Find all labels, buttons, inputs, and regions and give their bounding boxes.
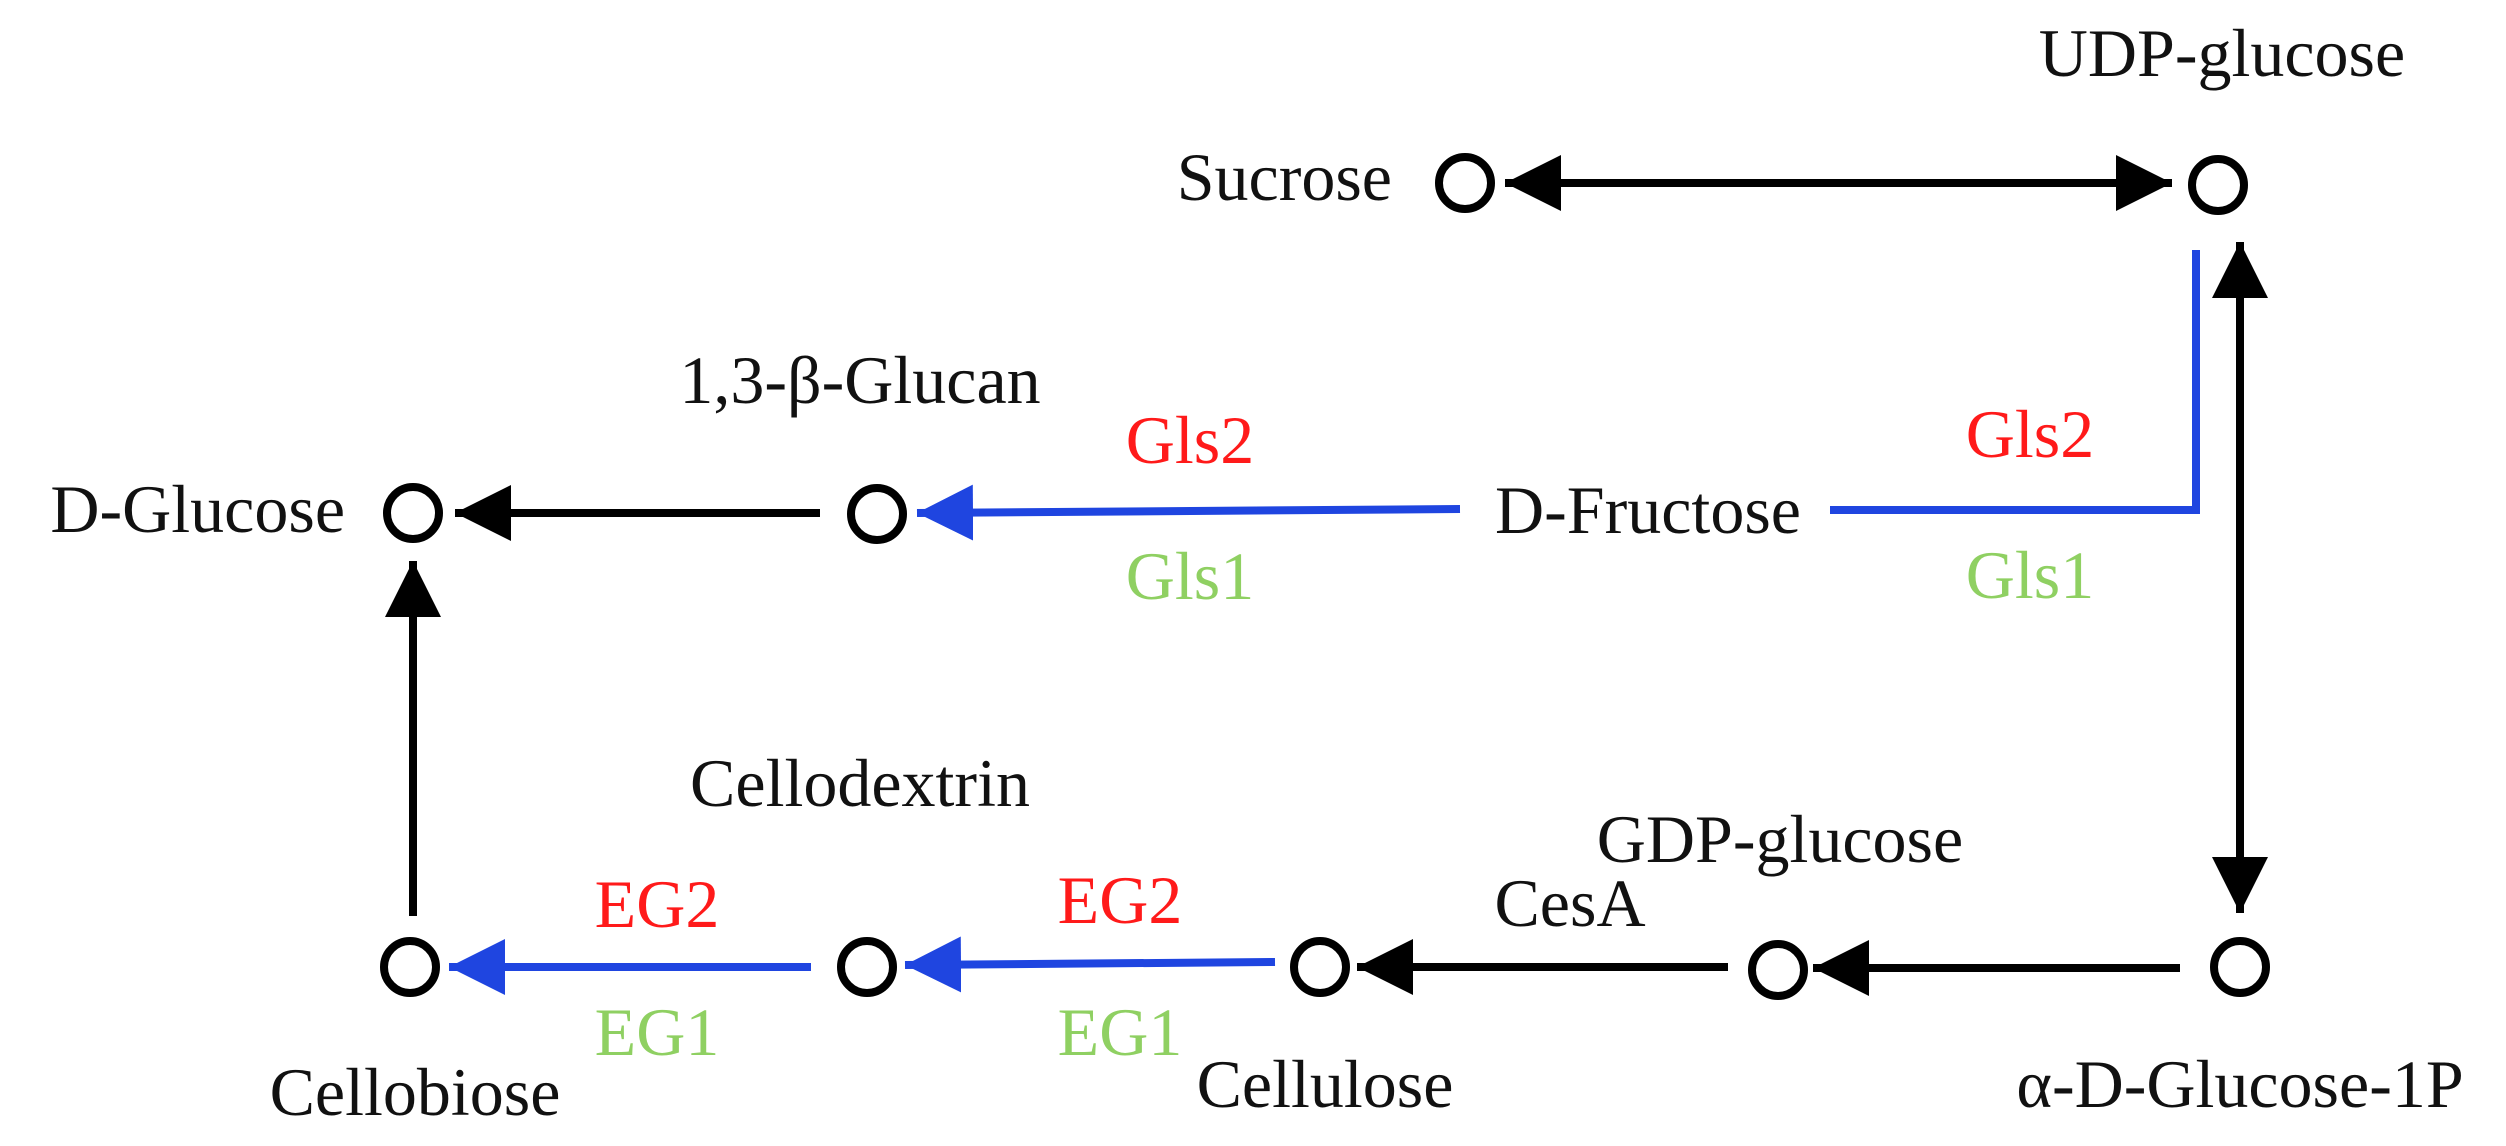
enzyme-eg1-left: EG1 [595,994,720,1070]
node-glucan [847,484,907,544]
node-cellodextrin [837,937,897,997]
label-udp-glucose: UDP-glucose [2039,15,2405,91]
enzyme-eg1-right: EG1 [1058,994,1183,1070]
node-cellulose [1290,937,1350,997]
label-d-fructose: D-Fructose [1495,472,1801,548]
edge-cellulose-cellodextrin [904,936,1276,993]
edge-udp-glucose-d-fructose [1830,250,2200,514]
edge-d-fructose-glucan [916,484,1461,541]
node-d-glucose [383,483,443,543]
label-cellulose: Cellulose [1197,1046,1454,1122]
node-gdp-glucose [1748,940,1808,1000]
label-sucrose: Sucrose [1177,139,1392,215]
node-cellobiose [380,937,440,997]
enzyme-eg2-right: EG2 [1058,862,1183,938]
enzyme-gls2-right: Gls2 [1966,396,2094,472]
enzyme-gls1-right: Gls1 [1966,537,2094,613]
label-d-glucose: D-Glucose [50,471,345,547]
enzyme-gls2-left: Gls2 [1126,402,1254,478]
label-gdp-glucose: GDP-glucose [1597,801,1963,877]
node-glucose-1p [2210,937,2270,997]
enzyme-gls1-left: Gls1 [1126,538,1254,614]
enzyme-eg2-left: EG2 [595,866,720,942]
label-cesa: CesA [1494,865,1645,941]
label-cellobiose: Cellobiose [270,1054,561,1130]
node-udp-glucose [2188,155,2248,215]
node-sucrose [1435,153,1495,213]
label-glucan: 1,3-β-Glucan [679,342,1040,418]
label-cellodextrin: Cellodextrin [690,745,1030,821]
label-glucose-1p: α-D-Glucose-1P [2016,1046,2463,1122]
